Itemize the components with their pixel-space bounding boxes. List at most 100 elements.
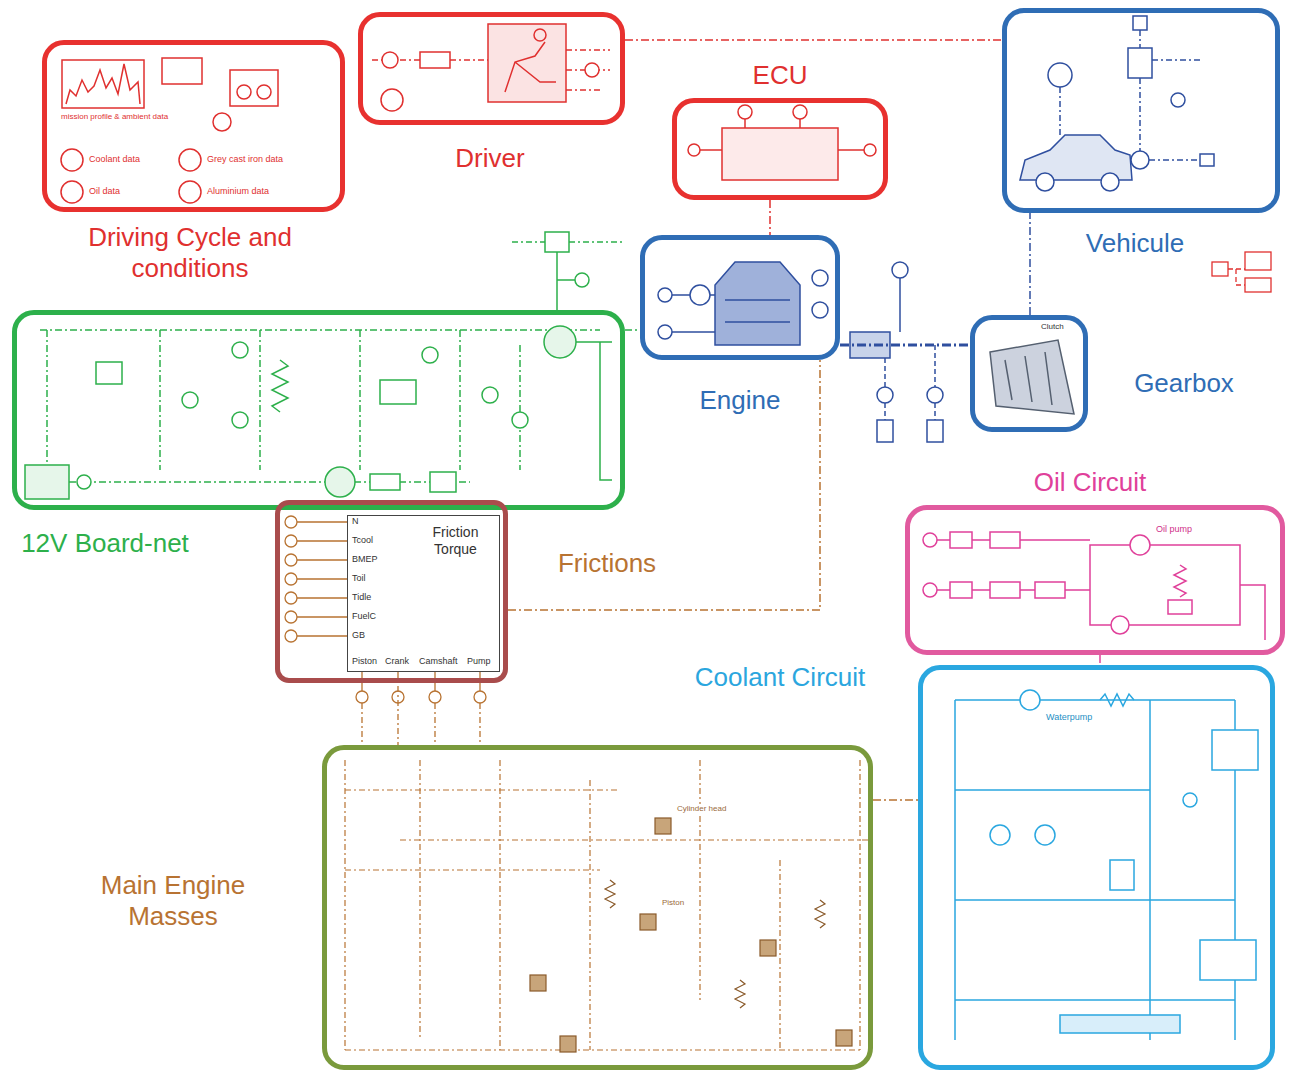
thermal-masses-part: [836, 1030, 852, 1046]
vehicle-submodel-part: [1048, 63, 1072, 87]
boardnet-components-part: [576, 342, 612, 480]
ecu-submodel-part: [700, 119, 864, 150]
friction-ports-part: [285, 592, 297, 604]
oil-circuit-hydraulics-part: [923, 533, 937, 547]
boardnet-components-part: [544, 326, 576, 358]
coolant-circuit-hydraulics-part: [1183, 793, 1197, 807]
oil-circuit-hydraulics-part: [1090, 545, 1240, 625]
driveline-parts: [850, 262, 943, 442]
friction-ports-part: [362, 703, 480, 745]
output-sensors-part: [1212, 262, 1228, 276]
driving-cycle-icons-part: [61, 181, 83, 203]
vehicle-submodel-part: [1101, 173, 1119, 191]
engine-submodel-part: [725, 300, 790, 322]
driving-cycle-icons-part: [61, 149, 83, 171]
boardnet-components-part: [96, 362, 122, 384]
oil-circuit-hydraulics-part: [950, 532, 972, 548]
oil-circuit-hydraulics-part: [1168, 600, 1192, 614]
coolant-circuit-hydraulics-part: [990, 825, 1010, 845]
driveline-parts-part: [927, 420, 943, 442]
engine-submodel-part: [812, 302, 828, 318]
driver-submodel-part: [420, 52, 450, 68]
boardnet-components-part: [512, 412, 528, 428]
group-box: Main Engine Masses: [322, 745, 873, 1070]
engine-submodel-part: [672, 295, 715, 332]
output-sensors-part: [1245, 278, 1271, 292]
driveline-parts-part: [877, 420, 893, 442]
friction-ports-part: [285, 516, 297, 528]
oil-circuit-hydraulics-part: [950, 582, 972, 598]
coolant-circuit-hydraulics-part: [955, 700, 1235, 1040]
oil-circuit-hydraulics: [923, 532, 1265, 640]
group-box: Gearbox: [970, 315, 1088, 432]
group-box: 12V Board-net: [12, 310, 625, 510]
friction-ports-part: [285, 554, 297, 566]
group-heading: ECU: [753, 60, 808, 91]
gearbox-symbol: [990, 340, 1074, 414]
engine-submodel-part: [690, 285, 710, 305]
group-heading: Driver: [455, 143, 524, 174]
group-heading: 12V Board-net: [21, 528, 189, 559]
component-label: Aluminium data: [206, 186, 270, 197]
component-label: Oil pump: [1155, 524, 1193, 535]
vehicle-submodel-part: [1060, 30, 1200, 160]
signal-connector: [873, 799, 918, 801]
group-box: Driver: [358, 12, 625, 125]
group-box: Engine: [640, 235, 840, 360]
output-sensors-part: [1245, 252, 1271, 270]
coolant-circuit-hydraulics-part: [1060, 1015, 1180, 1033]
output-sensors-part: [1228, 269, 1245, 285]
vehicle-submodel-part: [1131, 151, 1149, 169]
driver-submodel-part: [381, 89, 403, 111]
vehicle-submodel-part: [1036, 173, 1054, 191]
ecu-submodel-part: [864, 144, 876, 156]
alternator-control-part: [575, 273, 589, 287]
driving-cycle-icons-part: [62, 60, 144, 108]
boardnet-components-part: [325, 467, 355, 497]
block-title: Friction Torque: [418, 524, 493, 558]
group-box: Coolant Circuit: [918, 665, 1275, 1070]
thermal-masses-part: [530, 975, 546, 991]
vehicle-submodel-part: [1020, 135, 1132, 180]
driveline-parts-part: [892, 262, 908, 278]
thermal-network-part: [345, 760, 870, 1050]
signal-connector: [769, 200, 771, 235]
boardnet-components-part: [77, 475, 91, 489]
boardnet-wiring-part: [40, 330, 600, 482]
friction-ports-part: [285, 630, 297, 642]
vehicle-submodel-part: [1133, 16, 1147, 30]
driver-submodel-part: [585, 63, 599, 77]
driveline-parts-part: [877, 387, 893, 403]
ecu-submodel-part: [688, 144, 700, 156]
friction-ports-part: [285, 611, 297, 623]
boardnet-components-part: [370, 474, 400, 490]
component-label: Oil data: [88, 186, 121, 197]
component-label: Clutch: [1040, 322, 1065, 332]
ecu-submodel: [688, 105, 876, 180]
friction-ports-part: [297, 522, 347, 636]
driveline-parts-part: [927, 387, 943, 403]
component-label: GB: [351, 630, 366, 641]
group-box: ECU: [672, 98, 888, 200]
ecu-submodel-part: [793, 105, 807, 119]
component-label: Cylinder head: [676, 804, 727, 814]
component-label: Piston: [351, 656, 378, 667]
boardnet-components-part: [430, 472, 456, 492]
thermal-masses-part: [560, 1036, 576, 1052]
signal-connector: [508, 360, 820, 610]
oil-circuit-hydraulics-part: [923, 583, 937, 597]
vehicle-submodel-part: [1128, 48, 1152, 78]
thermal-masses-part: [640, 914, 656, 930]
signal-connector: [625, 39, 1002, 41]
group-heading: Vehicule: [1086, 228, 1184, 259]
oil-circuit-hydraulics-part: [1111, 616, 1129, 634]
group-box: Oil Circuit: [905, 505, 1285, 655]
oil-circuit-hydraulics-part: [990, 582, 1020, 598]
thermal-masses-part: [605, 880, 825, 1008]
group-heading: Main Engine Masses: [73, 870, 273, 932]
coolant-circuit-hydraulics-part: [1020, 690, 1040, 710]
signal-connector: [840, 344, 970, 347]
friction-ports-part: [285, 535, 297, 547]
